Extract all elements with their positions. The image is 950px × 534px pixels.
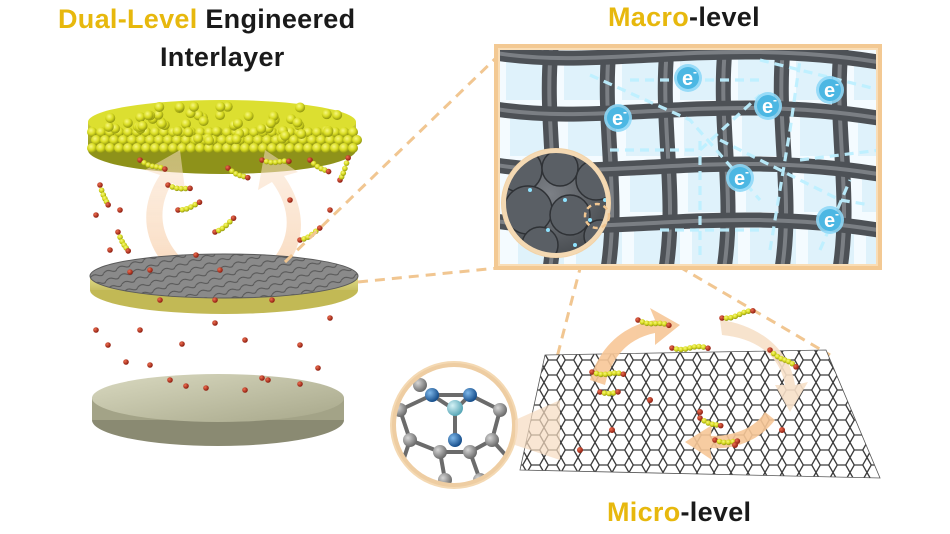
title-highlight-dual-level: Dual-Level [58,4,198,34]
electron-charge: - [835,207,839,221]
lithium-ions [93,197,333,393]
macro-panel: e-e-e-e-e-e- [494,44,882,270]
macro-highlight: Macro [608,2,690,32]
electron-charge: - [623,105,627,119]
pore-zoom-circle [501,148,611,258]
micro-polysulfides [577,307,799,453]
macro-rest: -level [689,2,760,32]
bead-texture [87,101,362,153]
electron-label: e [762,96,773,118]
macro-level-title: Macro-level [608,2,760,33]
micro-rest: -level [680,497,752,527]
electron-label: e [824,210,835,232]
single-atom-zoom [390,361,518,489]
electron-charge: - [693,65,697,79]
electron-label: e [682,68,693,90]
lithium-sulfur-disc [87,100,362,174]
electron-label: e [824,80,835,102]
engineered-interlayer [89,253,359,314]
electrons: e-e-e-e-e-e- [604,64,844,234]
figure-title-line1: Dual-Level Engineered [58,4,355,35]
electron-charge: - [835,77,839,91]
electron-charge: - [773,93,777,107]
electron-label: e [612,108,623,130]
zoom-cone [515,400,560,460]
title-engineered: Engineered [197,4,356,34]
micro-arrows [590,308,808,460]
micro-highlight: Micro [607,497,681,527]
lithium-anode-disc [92,374,344,446]
figure-title-line2: Interlayer [160,42,285,72]
electron-label: e [734,168,745,190]
micro-level-title: Micro-level [607,497,751,528]
electron-charge: - [745,165,749,179]
